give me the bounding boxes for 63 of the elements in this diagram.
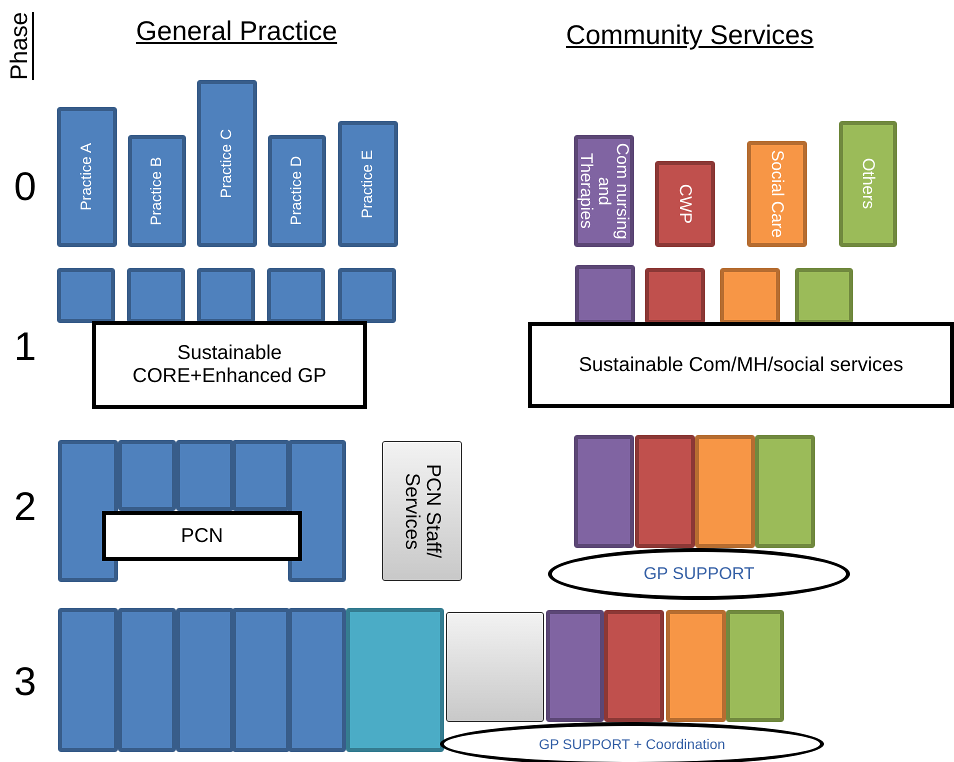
bar bbox=[127, 268, 185, 323]
oval-label bbox=[440, 722, 824, 762]
box-label: PCN bbox=[180, 524, 224, 548]
bar bbox=[666, 610, 726, 722]
bar bbox=[338, 268, 396, 323]
bar bbox=[382, 441, 462, 581]
bar bbox=[755, 435, 815, 548]
bar bbox=[288, 440, 346, 582]
bar-label: Social Care bbox=[768, 150, 786, 238]
bar bbox=[575, 265, 635, 324]
bar bbox=[197, 80, 257, 247]
bar bbox=[338, 121, 398, 247]
phase-number: 2 bbox=[14, 485, 36, 530]
oval-label: GP SUPPORT bbox=[644, 564, 754, 584]
bar-label: Practice D bbox=[289, 156, 305, 226]
bar-label: Practice A bbox=[79, 143, 95, 211]
bar bbox=[839, 121, 897, 247]
bar bbox=[655, 161, 715, 247]
bar-label: Practice B bbox=[149, 156, 165, 226]
bar bbox=[574, 135, 634, 247]
bar-label: Com nursing and Therapies bbox=[577, 142, 631, 241]
bar bbox=[446, 612, 544, 722]
bar bbox=[268, 135, 326, 247]
bar bbox=[695, 435, 755, 548]
bar bbox=[574, 435, 634, 548]
bar bbox=[346, 608, 444, 752]
bar-label: Practice E bbox=[360, 150, 376, 218]
bar bbox=[232, 608, 290, 752]
bar bbox=[57, 268, 115, 323]
bar bbox=[232, 440, 290, 511]
bar bbox=[645, 268, 705, 324]
bar-label: Practice C bbox=[219, 128, 235, 198]
bar bbox=[176, 440, 234, 511]
bar bbox=[720, 268, 780, 324]
phase-heading: Phase bbox=[6, 12, 34, 80]
bar bbox=[267, 268, 325, 323]
box-label: Sustainable Com/MH/social services bbox=[578, 354, 904, 376]
bar bbox=[128, 135, 186, 247]
phase-number: 3 bbox=[14, 660, 36, 705]
phase-number: 1 bbox=[14, 325, 36, 370]
bar bbox=[747, 141, 807, 247]
bar-label: CWP bbox=[676, 184, 694, 224]
oval-label: GP SUPPORT + Coordination bbox=[538, 736, 726, 752]
bar bbox=[57, 107, 117, 247]
box-label: Sustainable CORE+Enhanced GP bbox=[132, 342, 328, 388]
column-heading: Community Services bbox=[566, 20, 814, 51]
bar bbox=[726, 610, 784, 722]
bar bbox=[197, 268, 255, 323]
bar bbox=[635, 435, 695, 548]
label-box bbox=[528, 322, 954, 408]
label-box bbox=[102, 511, 302, 561]
column-heading: General Practice bbox=[136, 16, 338, 47]
bar-label: PCN Staff/ Services bbox=[401, 462, 443, 560]
bar bbox=[795, 268, 853, 324]
bar bbox=[58, 440, 118, 582]
label-box bbox=[92, 321, 367, 409]
bar bbox=[58, 608, 118, 752]
bar bbox=[176, 608, 234, 752]
phase-number: 0 bbox=[14, 165, 36, 210]
bar bbox=[546, 610, 604, 722]
bar bbox=[288, 608, 346, 752]
bar-label: Others bbox=[859, 158, 877, 210]
bar bbox=[604, 610, 664, 722]
